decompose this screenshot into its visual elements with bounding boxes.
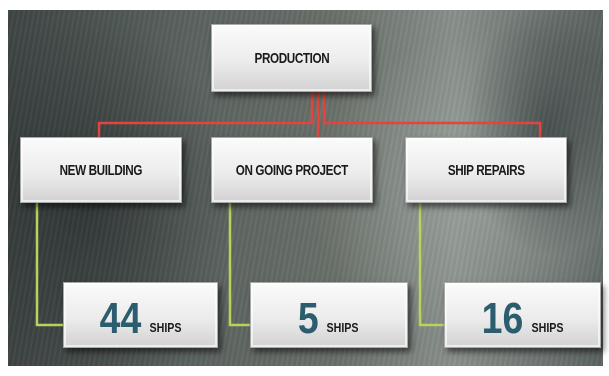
new-building-box: NEW BUILDING [20,137,182,203]
production-box: PRODUCTION [211,24,372,92]
on-going-unit: SHIPS [326,320,359,335]
connector-new-building-count [35,200,63,327]
on-going-project-box: ON GOING PROJECT [211,137,373,203]
connector-on-going-count [228,200,250,327]
new-building-count: 44 [99,294,141,343]
connector-production-ship-repairs [322,92,542,138]
ship-repairs-count: 16 [481,294,523,343]
production-label: PRODUCTION [254,49,329,67]
on-going-project-label: ON GOING PROJECT [235,161,349,179]
on-going-count-box: 5 SHIPS [250,282,408,348]
on-going-count: 5 [298,294,319,343]
connector-ship-repairs-count [418,200,444,327]
connector-production-new-building [97,92,314,138]
ship-repairs-label: SHIP REPAIRS [447,161,525,179]
new-building-unit: SHIPS [149,320,182,335]
new-building-count-box: 44 SHIPS [63,282,218,348]
ship-repairs-count-box: 16 SHIPS [444,282,601,348]
ship-repairs-box: SHIP REPAIRS [405,137,567,203]
new-building-label: NEW BUILDING [59,161,143,179]
ship-repairs-unit: SHIPS [531,320,564,335]
